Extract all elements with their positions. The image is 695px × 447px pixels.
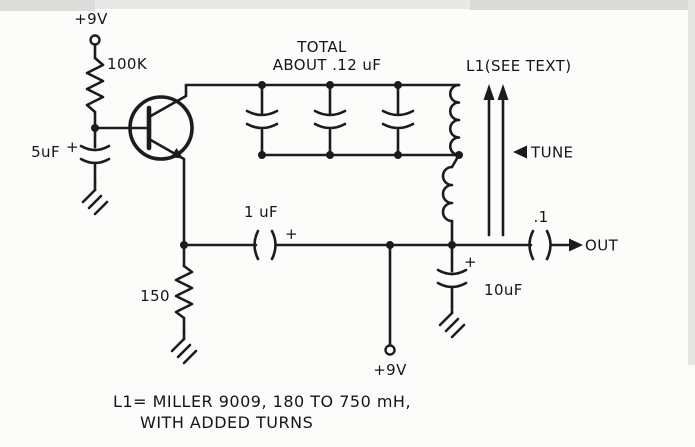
tank-capacitor-1-plate-bottom xyxy=(245,122,279,130)
capacitor-c2-value: 1 uF xyxy=(244,203,278,221)
transistor-q1 xyxy=(93,83,194,247)
capacitor-c1-plate-bottom xyxy=(79,157,111,165)
out-label: OUT xyxy=(585,237,619,255)
tank-capacitor-2-plate-top xyxy=(313,109,347,117)
ground-symbol-1 xyxy=(81,181,109,216)
capacitor-c1-value: 5uF xyxy=(31,143,60,161)
tuning-arrow-head-2 xyxy=(497,84,509,100)
footnote: L1= MILLER 9009, 180 TO 750 mH, WITH ADD… xyxy=(113,392,411,432)
capacitor-c2-1uf: 1 uF + xyxy=(182,203,533,261)
capacitor-c3-value: .1 xyxy=(533,208,548,226)
capacitor-c4-10uf: + 10uF xyxy=(436,243,523,308)
inductor-l1-main-winding xyxy=(448,83,461,157)
tank-capacitor-2 xyxy=(313,81,347,159)
scan-artifact-right-band xyxy=(688,0,695,365)
tank-total-label-line1: TOTAL xyxy=(296,38,347,56)
resistor-r1-value: 100K xyxy=(107,55,148,73)
tank-total-label-line2: ABOUT .12 uF xyxy=(273,56,382,74)
capacitor-c4-plate-top xyxy=(436,268,468,276)
capacitor-c2-plate-left xyxy=(253,229,260,261)
tuning-core-arrows xyxy=(483,84,509,237)
tune-pointer-icon xyxy=(513,145,527,159)
capacitor-c1-plate-top xyxy=(79,144,111,152)
capacitor-c4-plate-bottom xyxy=(436,281,468,289)
tank-capacitor-3-plate-top xyxy=(381,109,415,117)
bottom-supply-label: +9V xyxy=(373,361,407,379)
tank-capacitor-2-plate-bottom xyxy=(313,122,347,130)
resistor-r2-value: 150 xyxy=(140,287,170,305)
resistor-r2: 150 xyxy=(140,243,194,334)
capacitor-c3-plate-left xyxy=(528,229,535,261)
transistor-body xyxy=(128,95,194,161)
bottom-supply-terminal-circle xyxy=(384,344,396,356)
capacitor-c1-5uf: 5uF + xyxy=(31,126,111,185)
out-arrow-icon xyxy=(569,238,583,252)
inductor-l1-label: L1(SEE TEXT) xyxy=(466,57,571,75)
footnote-line1: L1= MILLER 9009, 180 TO 750 mH, xyxy=(113,392,411,411)
scan-artifact-top-left-smudge xyxy=(0,0,95,11)
capacitor-c4-value: 10uF xyxy=(484,281,523,299)
tuning-arrow-head-1 xyxy=(483,84,495,100)
footnote-line2: WITH ADDED TURNS xyxy=(140,413,313,432)
inductor-l1-lower-winding xyxy=(441,165,454,223)
ground-symbol-2 xyxy=(170,330,198,365)
output-callout: OUT xyxy=(569,237,619,255)
scan-artifact-top-band xyxy=(0,0,695,9)
tank-capacitor-1 xyxy=(245,81,279,159)
transistor-collector-lead xyxy=(147,83,188,119)
resistor-r2-zigzag xyxy=(174,264,194,320)
scan-artifact-top-right-smudge xyxy=(470,0,695,10)
transistor-emitter-arrow xyxy=(171,148,183,159)
capacitor-c2-polarity: + xyxy=(285,225,298,243)
ground-symbol-3 xyxy=(438,304,466,339)
top-supply-label: +9V xyxy=(74,10,108,28)
top-supply-terminal-circle xyxy=(89,34,101,46)
scan-artifacts xyxy=(0,0,695,365)
resistor-r1-zigzag xyxy=(85,56,105,114)
transistor-emitter-lead xyxy=(147,137,186,247)
capacitor-c3-output: .1 xyxy=(528,208,571,261)
tune-callout: TUNE xyxy=(513,144,573,162)
tank-capacitor-1-plate-top xyxy=(245,109,279,117)
tune-label: TUNE xyxy=(530,144,573,162)
inductor-l1: L1(SEE TEXT) xyxy=(441,57,571,247)
tank-capacitor-3 xyxy=(381,81,415,159)
resistor-r1: 100K xyxy=(85,55,148,130)
capacitor-c1-polarity: + xyxy=(66,138,79,156)
capacitor-c4-polarity: + xyxy=(464,253,477,271)
tank-capacitor-3-plate-bottom xyxy=(381,122,415,130)
wire-l1-tap-connector xyxy=(450,153,461,169)
top-supply-terminal: +9V xyxy=(74,10,108,60)
bottom-supply-terminal: +9V xyxy=(373,243,407,379)
